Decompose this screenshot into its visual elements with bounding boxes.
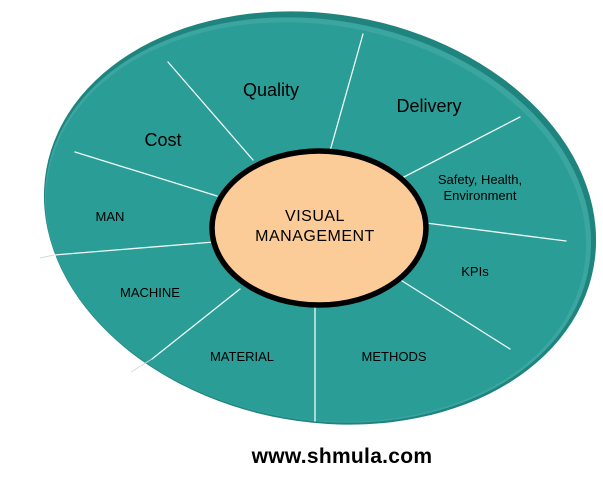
divider-machine-material [151, 288, 241, 360]
segment-label-quality: Quality [243, 80, 299, 100]
divider-cost-quality [167, 61, 254, 161]
segment-label-safety-line1: Safety, Health, [438, 172, 522, 187]
divider-kpis-safety [425, 222, 567, 242]
divider-man-machine [53, 241, 215, 256]
segment-label-safety-line2: Environment [444, 188, 517, 203]
segment-label-kpis: KPIs [461, 264, 489, 279]
hub-title-line1: VISUAL [285, 208, 345, 225]
segment-label-cost: Cost [144, 130, 181, 150]
center-hub-ellipse [209, 148, 429, 308]
segment-label-delivery: Delivery [396, 96, 461, 116]
divider-cost-man [74, 151, 218, 197]
segment-label-machine: MACHINE [120, 285, 180, 300]
hub-title-line2: MANAGEMENT [255, 228, 375, 245]
segment-label-material: MATERIAL [210, 349, 274, 364]
divider-man-machine-extension [39, 254, 55, 259]
divider-quality-delivery [329, 33, 364, 152]
divider-machine-material-extension [130, 358, 153, 373]
segment-label-methods: METHODS [362, 349, 427, 364]
divider-methods-kpis [398, 278, 511, 350]
divider-safety-delivery [401, 116, 521, 179]
segment-label-man: MAN [96, 209, 125, 224]
footer-site-url: www.shmula.com [251, 445, 433, 468]
